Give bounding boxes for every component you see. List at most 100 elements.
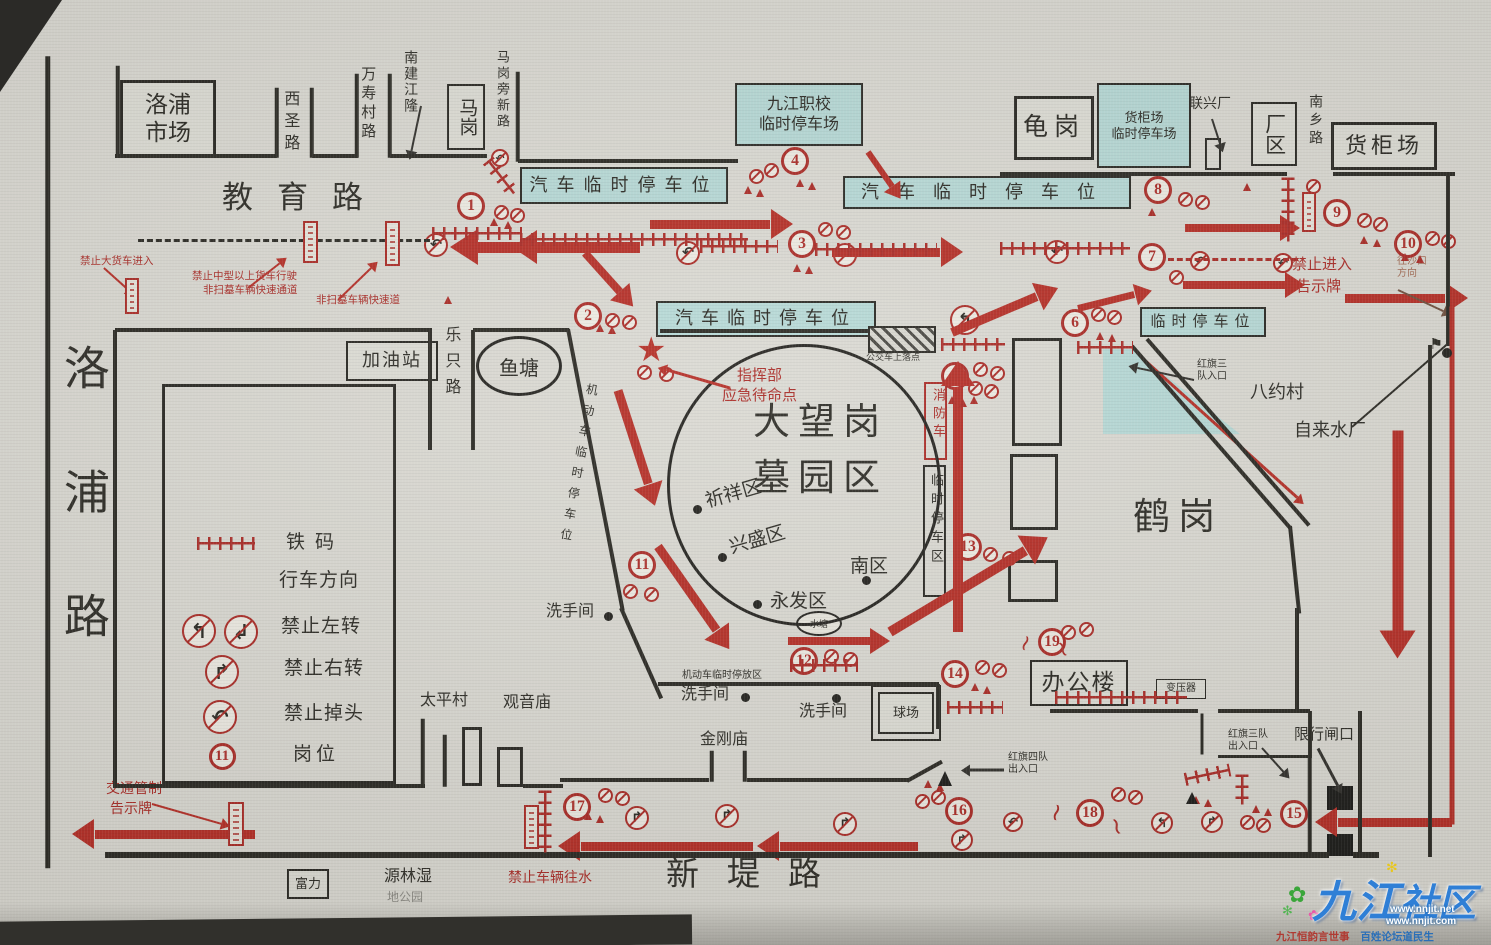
warning-triangle [504,221,512,229]
road-line [710,751,714,782]
map-label: 洛浦路 [57,344,109,716]
prohibition-sign-icon [974,659,990,675]
post-6: 6 [1061,309,1089,337]
map-label: 禁止掉头 [284,703,365,724]
arrow-head [275,253,291,269]
arrow-head [961,764,970,776]
prohibition-sign-icon [991,662,1007,678]
arrow-shaft [1077,290,1136,312]
building: 马岗 [447,84,485,150]
warning-triangle [756,189,764,197]
road-line [1200,713,1204,754]
arrow-shaft [581,841,753,851]
parking-area: 汽车临时停车位 [520,167,728,204]
turn-glyph: ↱ [720,808,734,824]
sign-post [524,805,539,849]
map-label: 西圣路 [281,90,299,156]
arrow-head [1214,141,1229,155]
warning-triangle [937,770,952,786]
watermark-slogan-left: 九江恒韵言世事 [1276,931,1350,943]
arrow-head [1132,278,1155,305]
arrow-shaft [970,768,1004,772]
barrier-ticks [1281,177,1295,242]
road-line [516,72,520,162]
direction-arrow [757,831,918,861]
warning-triangle [444,296,452,304]
map-label: 新堤路 [666,857,849,893]
no-uturn-icon: ↶ [1190,251,1210,271]
road-line [115,784,425,788]
post-1: 1 [457,192,485,220]
post-10: 10 [1394,230,1422,258]
road-line [428,330,432,450]
direction-arrow [788,628,891,654]
warning-triangle [796,179,804,187]
road-line [743,751,747,782]
flower-icon: ✻ [1386,859,1398,875]
no-uturn-icon: ↶ [424,233,448,257]
dash-line [1168,258,1298,261]
warning-triangle [948,396,956,404]
no-uturn-icon: ↶ [1273,253,1293,273]
block-outline [1012,338,1062,446]
map-label: 公交车上落点 [866,352,921,362]
warning-triangle [924,780,932,788]
road-line [310,88,314,158]
building: 球场 [878,692,934,734]
map-label: 红旗四队 出入口 [1008,752,1048,775]
barrier-ticks [790,659,858,672]
warning-triangle [970,396,978,404]
sign-post [228,802,244,846]
warning-triangle [1108,334,1116,342]
point-marker [861,575,871,585]
direction-arrow [1261,747,1294,783]
direction-arrow [558,831,753,861]
watermark-slogan-right: 百姓论坛道民生 [1360,931,1434,943]
road-line [1353,852,1379,858]
notice-text: 非扫墓车辆快速通道 [203,285,298,296]
road-line [523,784,563,788]
turn-glyph: ↶ [681,245,695,261]
arrow-shaft [1345,293,1445,303]
arrow-shaft [1261,747,1285,773]
road-line [560,778,709,782]
map-label: 联兴厂 [1189,97,1231,112]
prohibition-sign-icon [982,546,998,562]
prohibition-sign-icon [1060,624,1076,640]
command-star-icon: ★ [636,330,667,370]
road-line [1308,756,1312,858]
watermark-brand-jiujiang: 九江 [1312,878,1400,927]
ellipse-area: 鱼塘 [476,336,562,396]
road-line [660,329,872,333]
road-line [936,684,940,729]
map-label: 金刚庙 [700,731,749,748]
map-label: 地公园 [387,890,424,904]
turn-glyph: ↱ [1206,814,1218,830]
no-right-turn-icon: ↱ [1201,811,1223,833]
direction-arrow [961,764,1004,776]
barrier-ticks [941,338,1005,351]
turn-glyph: ↱ [213,660,231,684]
warning-triangle [1416,255,1424,263]
post-18: 18 [1076,799,1104,827]
post-15: 15 [1280,800,1308,828]
prohibition-sign-icon [967,380,983,396]
prohibition-sign-icon [636,364,652,380]
direction-arrow [582,250,644,316]
map-label: 红旗三 队入口 [1197,359,1227,382]
road-line [1000,172,1287,176]
warning-triangle [805,266,813,274]
dash-line [138,239,430,242]
notice-text: 消防车 [930,388,946,442]
ellipse-area [667,344,941,626]
no-left-turn-icon: ↰ [1151,812,1173,834]
prohibition-sign-icon [1078,621,1094,637]
map-label: 太平村 [420,692,469,709]
watermark-brand-shequ: 社区 [1400,883,1477,925]
map-label: 禁止左转 [281,616,362,637]
arrow-head [72,819,95,849]
point-marker [603,611,613,621]
arrow-head [1380,630,1416,659]
turn-glyph: ↰ [1156,815,1168,831]
warning-triangle [490,218,498,226]
